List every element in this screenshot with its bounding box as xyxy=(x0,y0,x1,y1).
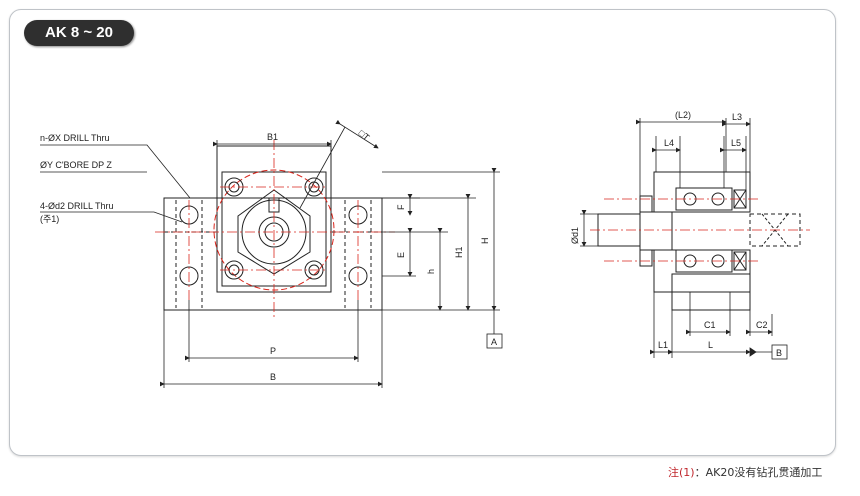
dim-p: P xyxy=(270,346,276,356)
dim-l4: L4 xyxy=(664,138,674,148)
callout-cbore: ØY C'BORE DP Z xyxy=(40,160,112,170)
dim-l: L xyxy=(708,340,713,350)
dim-t: □T xyxy=(357,128,372,143)
side-centerlines xyxy=(590,198,810,262)
dim-l1: L1 xyxy=(658,340,668,350)
dim-e: E xyxy=(396,252,406,258)
locknut-top xyxy=(639,195,653,213)
side-upper-housing xyxy=(653,171,751,213)
dim-b1: B1 xyxy=(267,132,278,142)
datum-a: A xyxy=(491,337,497,347)
side-view xyxy=(597,171,801,311)
dim-l2: (L2) xyxy=(675,110,691,120)
footnote-text: ：AK20没有钻孔贯通加工 xyxy=(694,466,823,479)
shaft-right xyxy=(749,213,801,247)
title-text: AK 8 ~ 20 xyxy=(45,24,113,41)
side-dimension-lines xyxy=(580,118,788,360)
callout-note-ref: (주1) xyxy=(40,214,59,224)
dim-l5: L5 xyxy=(731,138,741,148)
dim-c1: C1 xyxy=(704,320,716,330)
dim-b: B xyxy=(270,372,276,382)
datum-b: B xyxy=(776,348,782,358)
footnote-ref: 注(1) xyxy=(668,466,695,479)
dim-f: F xyxy=(396,204,406,210)
drawing-panel xyxy=(9,9,836,456)
dim-l3: L3 xyxy=(732,112,742,122)
title-badge: AK 8 ~ 20 xyxy=(24,20,134,46)
front-view xyxy=(163,145,383,311)
callout-drill-thru: n-ØX DRILL Thru xyxy=(40,133,110,143)
locknut-bottom xyxy=(639,249,653,267)
side-flange xyxy=(639,211,673,251)
side-base xyxy=(671,273,751,311)
dim-h1: H1 xyxy=(454,246,464,258)
dim-h: h xyxy=(426,269,436,274)
callout-d2-drill: 4-Ød2 DRILL Thru xyxy=(40,201,114,211)
dim-d1: Ød1 xyxy=(570,227,580,244)
side-lower-housing xyxy=(653,249,751,293)
dim-h-total: H xyxy=(480,238,490,245)
footnote: 注(1)：AK20没有钻孔贯通加工 xyxy=(668,464,822,480)
leader-lines xyxy=(40,119,503,388)
dim-c2: C2 xyxy=(756,320,768,330)
front-centerlines xyxy=(155,140,395,320)
